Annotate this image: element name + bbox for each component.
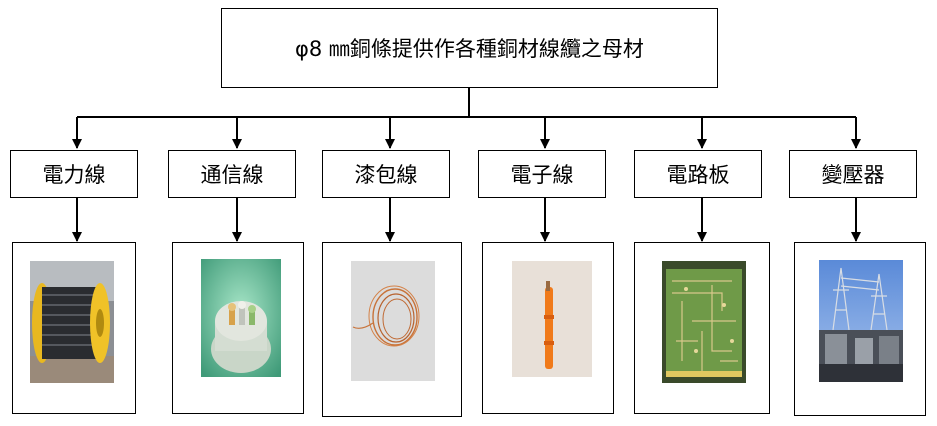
- transformer-substation-image: [819, 260, 903, 382]
- photo-frame-transformer: [794, 242, 926, 416]
- category-label: 漆包線: [354, 163, 418, 187]
- category-electronic-wire: 電子線: [478, 150, 606, 198]
- photo-frame-power-cable: [12, 242, 136, 414]
- photo-frame-enamel-wire: [322, 242, 462, 417]
- category-circuit-board: 電路板: [634, 150, 762, 198]
- cable-reel-image: [30, 261, 114, 383]
- category-label: 電路板: [666, 163, 730, 187]
- photo-frame-electronic-wire: [482, 242, 614, 414]
- circuit-board-image: [662, 261, 746, 383]
- category-label: 電子線: [510, 163, 574, 187]
- category-enamel-wire: 漆包線: [322, 150, 450, 198]
- photo-frame-comm-cable: [172, 242, 304, 414]
- category-label: 變壓器: [821, 163, 885, 187]
- category-comm-cable: 通信線: [168, 150, 296, 198]
- photo-frame-circuit-board: [634, 242, 770, 414]
- category-transformer: 變壓器: [789, 150, 917, 198]
- category-label: 通信線: [200, 163, 264, 187]
- root-label: φ8 ㎜銅條提供作各種銅材線纜之母材: [295, 37, 644, 61]
- communication-cable-image: [201, 259, 281, 377]
- category-label: 電力線: [42, 163, 106, 187]
- enamel-wire-coil-image: [351, 261, 435, 381]
- category-power-cable: 電力線: [10, 150, 138, 198]
- electronic-wire-image: [512, 261, 592, 377]
- root-node: φ8 ㎜銅條提供作各種銅材線纜之母材: [221, 8, 718, 88]
